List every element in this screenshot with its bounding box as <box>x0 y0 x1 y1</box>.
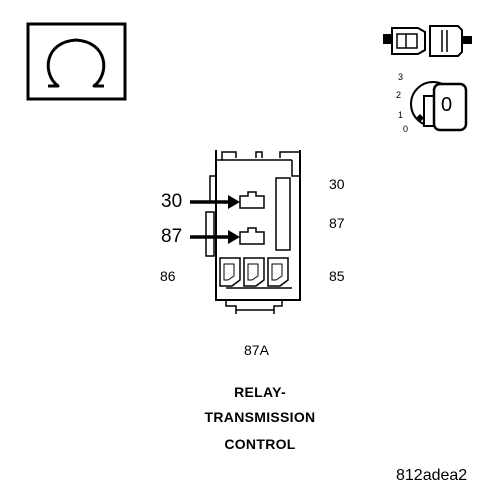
terminal-30-cavity <box>239 191 265 209</box>
ignition-position-2: 2 <box>396 90 402 100</box>
terminal-85-cavity <box>267 257 289 287</box>
ignition-key-icon <box>410 81 468 132</box>
callout-30: 30 <box>161 191 183 212</box>
terminal-label-85: 85 <box>329 268 345 284</box>
ignition-key-label: 0 <box>441 94 453 116</box>
diagram-title-line-3: CONTROL <box>224 436 296 452</box>
ignition-position-3: 3 <box>398 72 404 82</box>
connector-disconnect-icon <box>383 25 472 57</box>
terminal-87a-cavity <box>243 257 265 287</box>
terminal-label-30: 30 <box>329 176 345 192</box>
ohmmeter-icon <box>26 22 127 101</box>
terminal-86-cavity <box>219 257 241 287</box>
relay-body <box>205 150 301 314</box>
figure-id: 812adea2 <box>396 467 468 484</box>
diagram-title-line-2: TRANSMISSION <box>204 409 316 425</box>
callout-87: 87 <box>161 226 183 247</box>
terminal-label-87a: 87A <box>244 342 269 358</box>
ignition-position-1: 1 <box>398 110 404 120</box>
arrow-30-icon <box>190 195 240 209</box>
arrow-87-icon <box>190 230 240 244</box>
diagram-title-line-1: RELAY- <box>234 384 286 400</box>
terminal-87-cavity <box>239 227 265 245</box>
terminal-label-87: 87 <box>329 215 345 231</box>
terminal-label-86: 86 <box>160 268 176 284</box>
ignition-position-0: 0 <box>403 124 409 134</box>
